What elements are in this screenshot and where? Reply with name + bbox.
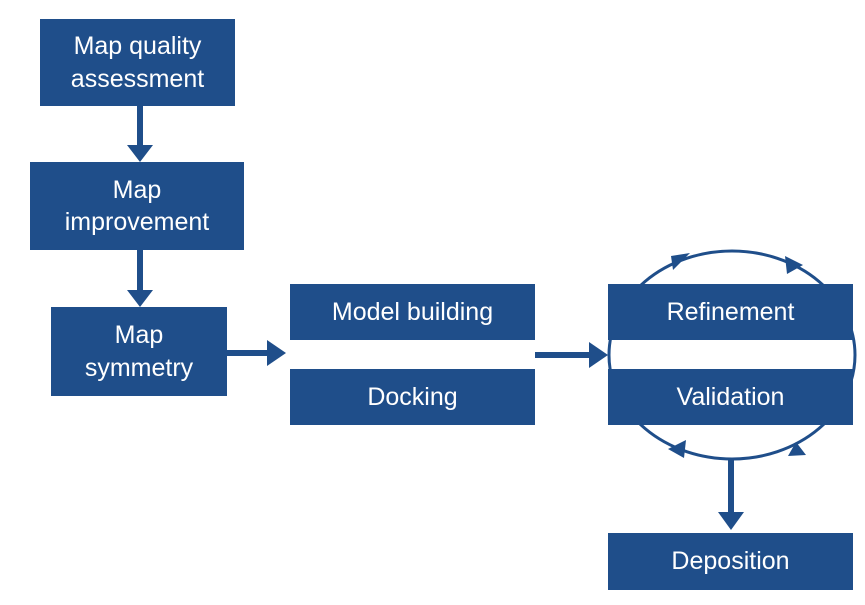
map-improvement-line2: improvement (64, 208, 210, 236)
docking-label: Docking (367, 382, 458, 411)
map-symmetry-box: Map symmetry (51, 307, 227, 396)
map-quality-assessment-box: Map quality assessment (40, 19, 235, 106)
cycle-arrowhead-bottom-right (788, 442, 806, 456)
validation-label: Validation (676, 382, 785, 411)
arrowhead-validation-to-deposition (718, 512, 744, 530)
cycle-arrowhead-bottom-left (668, 440, 686, 458)
map-improvement-line1: Map (112, 175, 162, 204)
model-building-box: Model building (290, 284, 535, 340)
docking-box: Docking (290, 369, 535, 425)
deposition-label: Deposition (671, 547, 790, 576)
arrowhead-building-to-refinement (589, 342, 608, 368)
map-symmetry-line2: symmetry (84, 353, 194, 382)
cycle-arrowhead-top-left (671, 253, 690, 270)
model-building-label: Model building (331, 297, 494, 326)
arrowhead-quality-to-improvement (127, 145, 153, 162)
arrowhead-improvement-to-symmetry (127, 290, 153, 307)
refinement-validation-cycle (607, 249, 857, 461)
refinement-box: Refinement (608, 284, 853, 340)
validation-box: Validation (608, 369, 853, 425)
map-quality-assessment-line1: Map quality (73, 32, 202, 60)
map-symmetry-line1: Map (114, 321, 164, 349)
refinement-label: Refinement (666, 297, 795, 326)
cycle-arrowhead-top-right (785, 256, 803, 274)
map-quality-assessment-line2: assessment (70, 64, 205, 93)
deposition-box: Deposition (608, 533, 853, 590)
arrowhead-symmetry-to-building (267, 340, 286, 366)
map-improvement-box: Map improvement (30, 162, 244, 250)
